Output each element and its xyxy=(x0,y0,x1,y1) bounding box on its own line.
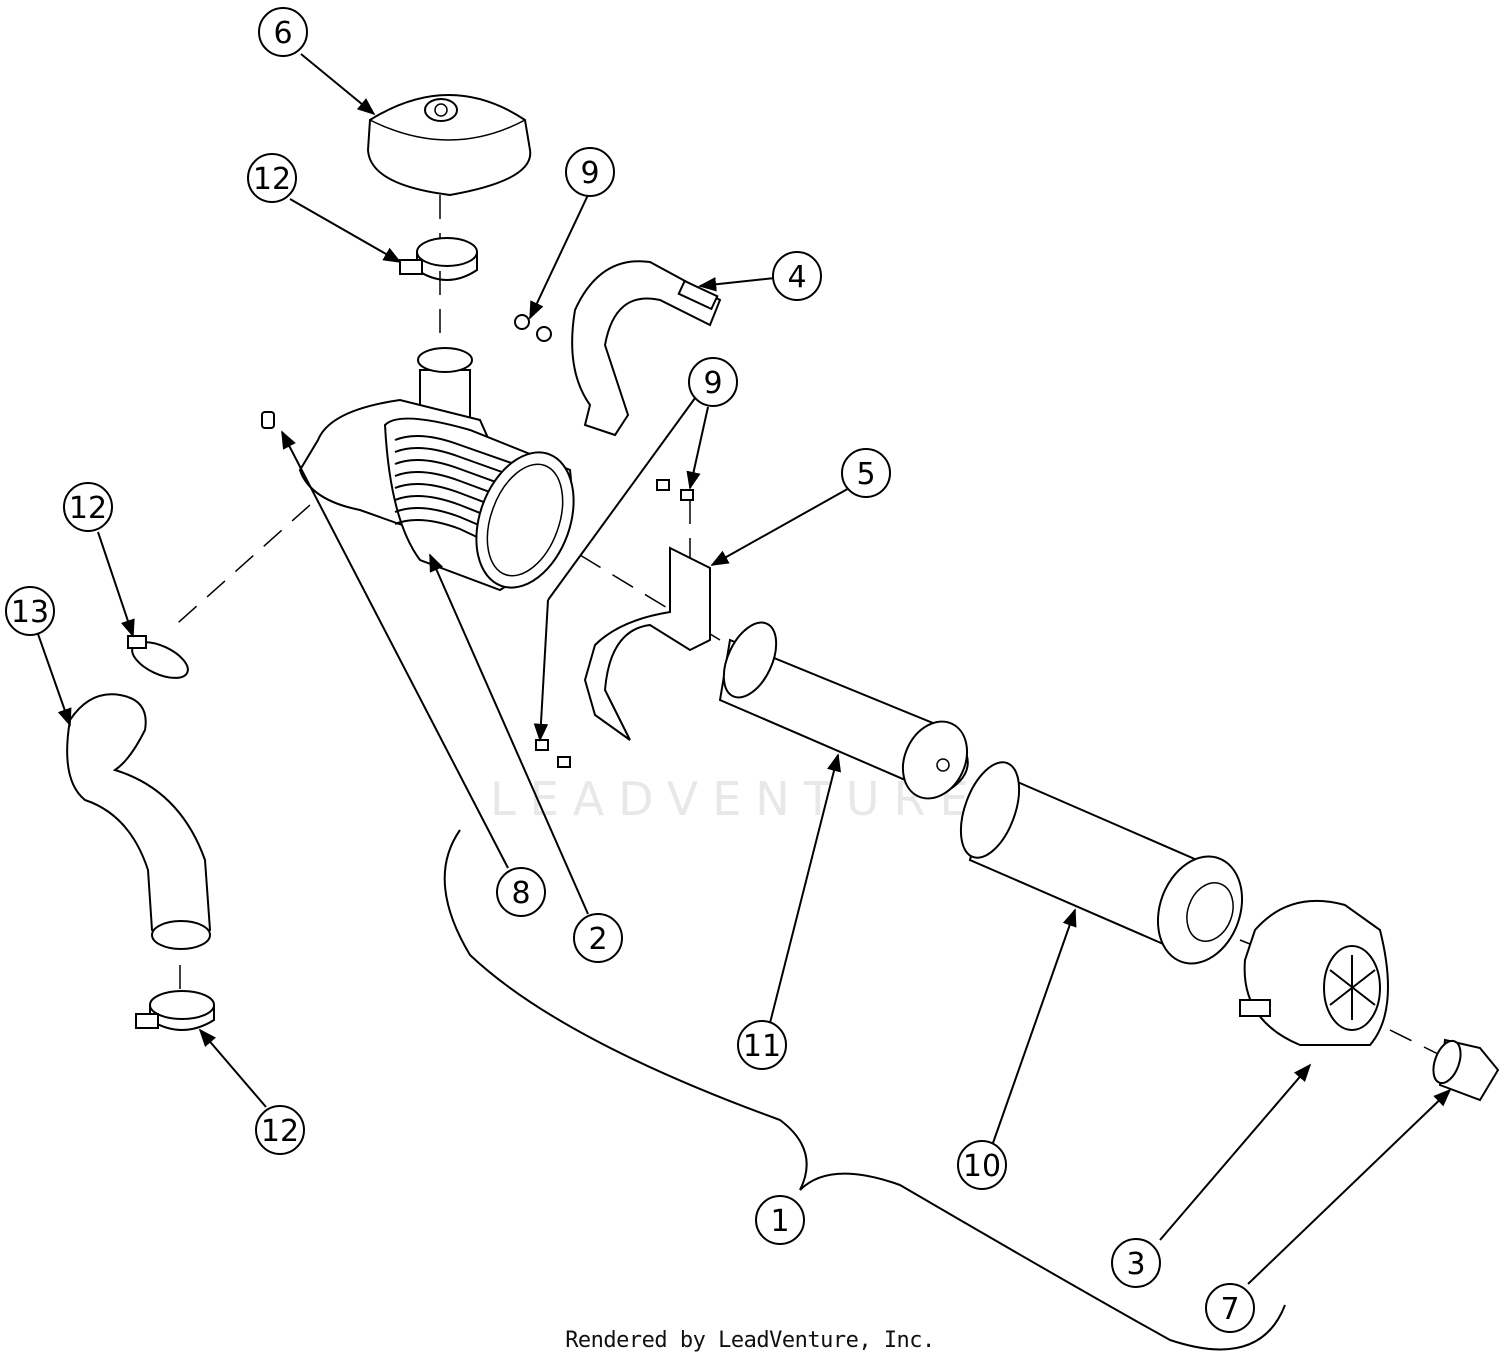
callout-12-bottom: 12 xyxy=(255,1105,305,1155)
svg-text:2: 2 xyxy=(588,922,607,957)
callout-3: 3 xyxy=(1111,1238,1161,1288)
svg-text:4: 4 xyxy=(787,260,806,295)
svg-text:12: 12 xyxy=(253,162,291,197)
part-9-screws-mid xyxy=(535,479,694,768)
part-11-inner-filter xyxy=(718,621,969,800)
part-7-valve xyxy=(1432,1038,1500,1102)
svg-text:8: 8 xyxy=(511,876,530,911)
watermark-text: LEADVENTURE xyxy=(490,772,983,826)
part-12-clamp-bottom xyxy=(135,990,215,1031)
svg-text:7: 7 xyxy=(1220,1292,1239,1327)
callout-9-mid: 9 xyxy=(688,357,738,407)
svg-text:12: 12 xyxy=(69,491,107,526)
callout-2: 2 xyxy=(573,913,623,963)
callout-12-left: 12 xyxy=(63,482,113,532)
part-6-cap xyxy=(366,94,532,197)
svg-text:9: 9 xyxy=(703,366,722,401)
svg-text:11: 11 xyxy=(743,1029,781,1064)
callout-5: 5 xyxy=(841,448,891,498)
callout-4: 4 xyxy=(772,251,822,301)
part-4-strap xyxy=(571,260,722,437)
svg-text:9: 9 xyxy=(580,156,599,191)
assembly-centerlines xyxy=(169,195,1441,1056)
callout-6: 6 xyxy=(258,7,308,57)
svg-text:13: 13 xyxy=(11,595,49,630)
part-12-clamp-top xyxy=(399,237,478,281)
callout-8: 8 xyxy=(496,867,546,917)
part-10-outer-filter xyxy=(959,761,1244,965)
svg-text:10: 10 xyxy=(963,1149,1001,1184)
part-3-cover xyxy=(1239,899,1389,1046)
callout-1: 1 xyxy=(755,1195,805,1245)
part-8-fitting xyxy=(261,411,275,429)
part-2-housing xyxy=(298,347,575,592)
part-5-bracket xyxy=(583,546,711,741)
footer-credit: Rendered by LeadVenture, Inc. xyxy=(565,1328,935,1353)
callout-12-top: 12 xyxy=(247,153,297,203)
part-13-elbow xyxy=(66,693,212,950)
svg-text:1: 1 xyxy=(770,1204,789,1239)
part-9-screws-top xyxy=(514,314,552,342)
svg-text:5: 5 xyxy=(856,457,875,492)
svg-text:6: 6 xyxy=(273,16,292,51)
callout-9-top: 9 xyxy=(565,147,615,197)
svg-text:12: 12 xyxy=(261,1114,299,1149)
callout-7: 7 xyxy=(1205,1283,1255,1333)
callout-11: 11 xyxy=(737,1020,787,1070)
part-12-clamp-left xyxy=(127,635,189,679)
svg-text:3: 3 xyxy=(1126,1247,1145,1282)
callout-10: 10 xyxy=(957,1140,1007,1190)
callout-13: 13 xyxy=(5,586,55,636)
leader-lines xyxy=(37,53,1452,1285)
part-1-assembly-brace xyxy=(443,829,1286,1351)
